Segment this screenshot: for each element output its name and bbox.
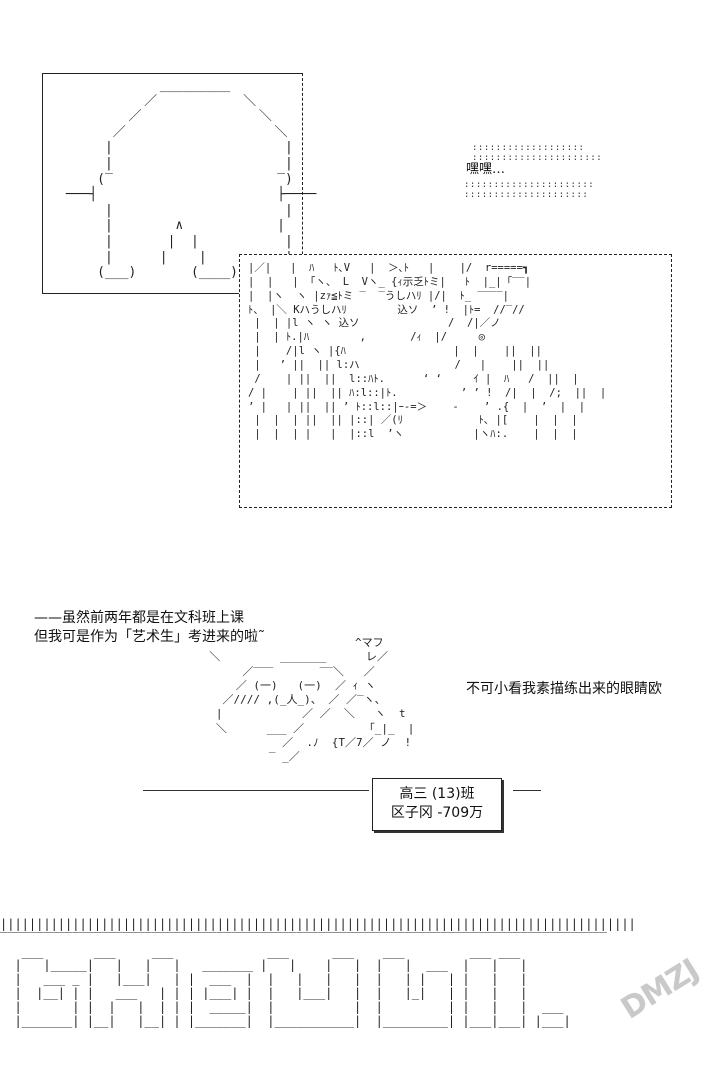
ascii-art-chibi-character: ^マフ ＼ _______ レ／ ／‾‾‾ ‾‾＼ ／ ／ (一) (一) ／ … — [209, 636, 415, 764]
speech-left-line-2: 但我可是作为「艺术生」考进来的啦˜ — [34, 628, 265, 645]
nameplate-class: 高三 (13)班 — [399, 786, 475, 802]
speech-left-line-1: ——虽然前两年都是在文科班上课 — [34, 610, 244, 626]
divider-line-right — [513, 790, 541, 791]
dotted-caption-border-bottom: :::::::::::::::::::::: :::::::::::::::::… — [464, 180, 595, 200]
character-nameplate: 高三 (13)班 区子冈 -709万 — [372, 778, 502, 831]
divider-line-left — [143, 790, 369, 791]
panel-middle-right — [239, 254, 672, 508]
dotted-caption-border-top: ::::::::::::::::::: ::::::::::::::::::::… — [472, 143, 603, 163]
ascii-art-character-back-view: _________ ／ ＼ ／ ＼ ／ ＼ | | | | (‾ ‾) ───┤ — [65, 78, 317, 281]
caption-heihei: 嘿嘿… — [466, 162, 506, 177]
nameplate-name-score: 区子冈 -709万 — [390, 804, 484, 821]
ascii-art-to-be-continued: ||||||||||||||||||||||||||||||||||||||||… — [0, 917, 636, 1028]
ascii-art-character-closeup: |／| | ﾊ ﾄ､V | ＞､ﾄ | |/ r=====┓ | | | 「ヽ、… — [248, 262, 607, 441]
speech-text-right: 不可小看我素描练出来的眼睛欧 — [466, 681, 662, 697]
speech-text-left: ——虽然前两年都是在文科班上课 但我可是作为「艺术生」考进来的啦˜ — [34, 609, 265, 647]
